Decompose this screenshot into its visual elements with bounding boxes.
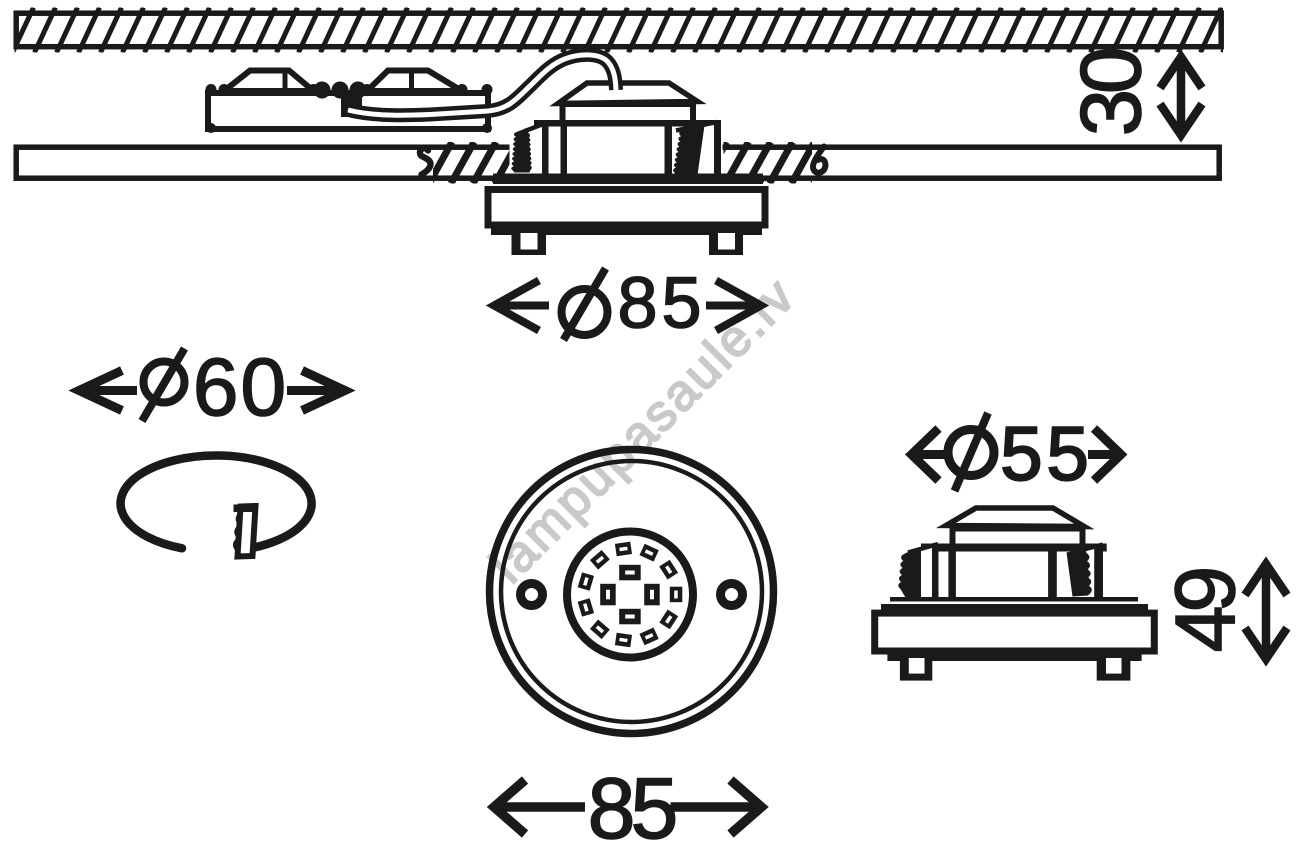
svg-text:30: 30 [1064, 50, 1159, 136]
svg-text:85: 85 [588, 761, 676, 843]
svg-text:55: 55 [1000, 412, 1093, 497]
svg-text:49: 49 [1158, 570, 1252, 653]
svg-text:85: 85 [617, 264, 705, 344]
svg-text:60: 60 [193, 342, 288, 433]
